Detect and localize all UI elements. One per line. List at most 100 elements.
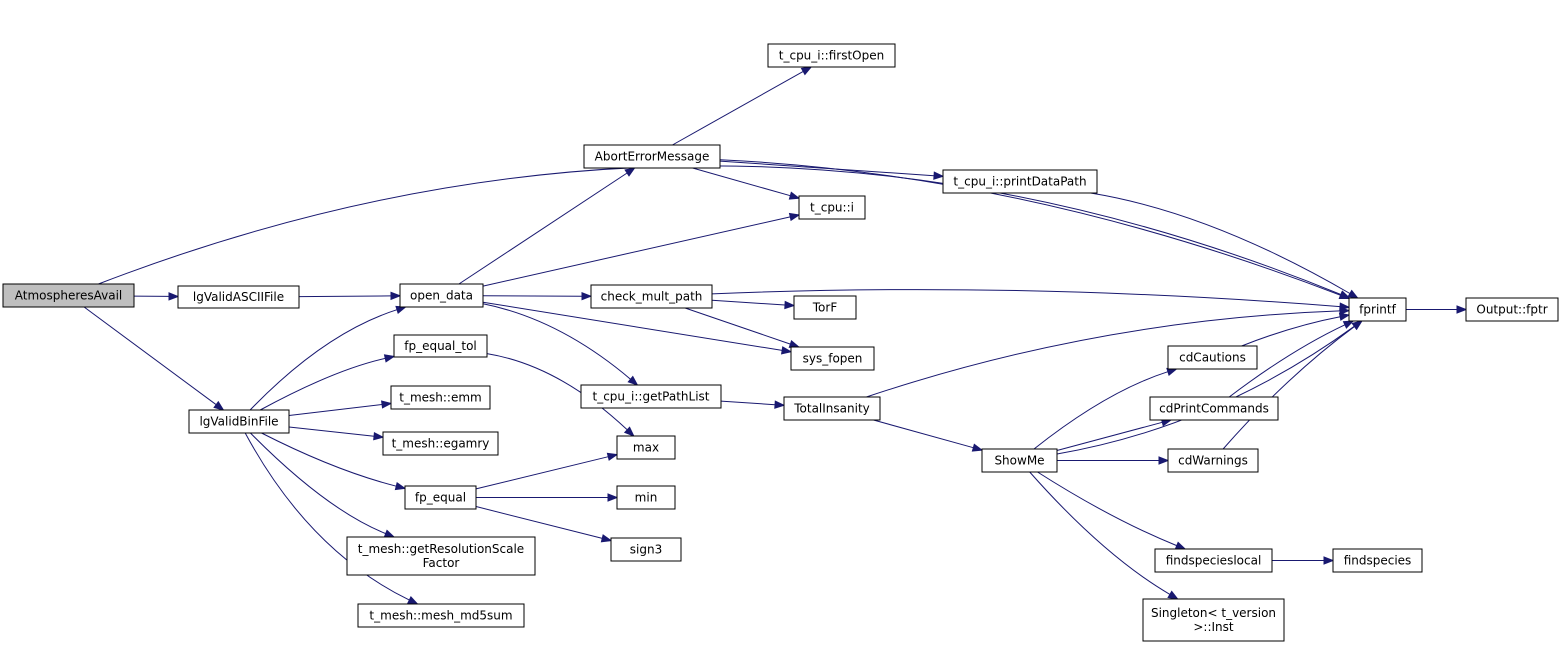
- edge-arrowhead: [383, 529, 396, 538]
- edge-abort-error-message-to-t-cpu-i-print-data-path: [719, 160, 945, 180]
- edge-show-me-to-singleton-t-version-inst: [1029, 471, 1179, 600]
- node-box: [346, 536, 536, 576]
- node-t-mesh-mesh-md5sum[interactable]: t_mesh::mesh_md5sum: [357, 603, 525, 628]
- node-box: [1149, 396, 1279, 421]
- node-label: open_data: [410, 289, 473, 303]
- node-label: TorF: [812, 301, 838, 315]
- node-t-cpu-i[interactable]: t_cpu::i: [798, 195, 866, 220]
- edge-total-insanity-to-show-me: [873, 419, 984, 452]
- edge-line: [288, 404, 383, 416]
- edge-line: [1228, 324, 1346, 398]
- edge-arrowhead: [1338, 291, 1351, 299]
- edge-lg-valid-bin-file-to-t-mesh-emm: [288, 400, 393, 416]
- edge-line: [98, 165, 1342, 296]
- edge-line: [482, 216, 791, 287]
- edge-line: [1056, 421, 1163, 451]
- node-atmospheres-avail[interactable]: AtmospheresAvail: [2, 283, 135, 308]
- node-label: AbortErrorMessage: [595, 150, 710, 164]
- edge-arrowhead: [1339, 306, 1351, 316]
- node-cd-print-commands[interactable]: cdPrintCommands: [1149, 396, 1279, 421]
- edge-line: [486, 353, 628, 431]
- node-fp-equal-tol[interactable]: fp_equal_tol: [393, 334, 488, 358]
- edge-line: [288, 426, 375, 437]
- node-label: max: [633, 441, 659, 455]
- node-open-data[interactable]: open_data: [399, 283, 484, 308]
- edge-arrowhead: [1167, 590, 1179, 600]
- node-label: TotalInsanity: [793, 402, 870, 416]
- node-box: [767, 43, 896, 68]
- edge-arrowhead: [1347, 289, 1359, 299]
- node-t-cpu-i-first-open[interactable]: t_cpu_i::firstOpen: [767, 43, 896, 68]
- node-label: Singleton< t_version: [1151, 606, 1276, 620]
- edge-line: [259, 357, 386, 411]
- node-fp-equal[interactable]: fp_equal: [404, 485, 477, 510]
- node-output-fptr[interactable]: Output::fptr: [1465, 297, 1559, 322]
- edge-line: [866, 310, 1341, 398]
- edge-lg-valid-bin-file-to-fp-equal-tol: [259, 354, 396, 411]
- node-tor-f[interactable]: TorF: [793, 295, 857, 320]
- node-label: t_mesh::getResolutionScale: [358, 542, 524, 556]
- node-label: sys_fopen: [803, 352, 863, 366]
- edge-cd-cautions-to-fprintf: [1241, 312, 1351, 347]
- edge-arrowhead: [624, 167, 636, 177]
- node-label: t_cpu_i::getPathList: [593, 390, 710, 404]
- node-findspecies[interactable]: findspecies: [1332, 548, 1423, 573]
- edge-arrowhead: [390, 291, 402, 301]
- node-lg-valid-bin-file[interactable]: lgValidBinFile: [188, 409, 290, 434]
- node-total-insanity[interactable]: TotalInsanity: [783, 396, 881, 421]
- edge-show-me-to-cd-print-commands: [1056, 418, 1173, 451]
- node-box: [790, 346, 875, 371]
- node-sys-fopen[interactable]: sys_fopen: [790, 346, 875, 371]
- edge-arrowhead: [1323, 556, 1335, 565]
- edge-arrowhead: [407, 596, 419, 605]
- node-abort-error-message[interactable]: AbortErrorMessage: [583, 144, 721, 169]
- node-min[interactable]: min: [616, 485, 676, 510]
- edge-arrowhead: [784, 300, 796, 310]
- edge-arrowhead: [800, 66, 813, 76]
- edge-arrowhead: [383, 354, 396, 363]
- node-sign3[interactable]: sign3: [610, 537, 682, 562]
- node-lg-valid-asciifile[interactable]: lgValidASCIIFile: [177, 285, 300, 309]
- edge-line: [692, 167, 791, 197]
- edge-arrowhead: [1158, 456, 1170, 465]
- node-fprintf[interactable]: fprintf: [1348, 297, 1407, 322]
- node-label: t_cpu_i::firstOpen: [779, 49, 884, 63]
- edge-line: [1056, 325, 1355, 455]
- node-box: [1348, 297, 1407, 322]
- edge-line: [1222, 325, 1355, 450]
- edge-arrowhead: [600, 534, 613, 543]
- edge-check-mult-path-to-sys-fopen: [684, 307, 801, 348]
- node-t-mesh-emm[interactable]: t_mesh::emm: [390, 385, 491, 410]
- node-box: [1167, 345, 1258, 370]
- node-t-cpu-i-get-path-list[interactable]: t_cpu_i::getPathList: [580, 384, 722, 409]
- node-show-me[interactable]: ShowMe: [981, 448, 1058, 473]
- node-singleton-t-version-inst[interactable]: Singleton< t_version>::Inst: [1142, 598, 1285, 642]
- node-box: [580, 384, 722, 409]
- node-cd-cautions[interactable]: cdCautions: [1167, 345, 1258, 370]
- edge-fprintf-to-output-fptr: [1406, 305, 1468, 314]
- edge-line: [672, 70, 804, 146]
- edge-arrowhead: [606, 452, 619, 461]
- node-label: Factor: [423, 556, 460, 570]
- node-findspecieslocal[interactable]: findspecieslocal: [1154, 548, 1273, 573]
- edge-findspecieslocal-to-findspecies: [1271, 556, 1335, 565]
- node-box: [382, 431, 499, 456]
- edge-line: [244, 432, 410, 601]
- edge-abort-error-message-to-fprintf: [719, 159, 1351, 299]
- node-cd-warnings[interactable]: cdWarnings: [1167, 448, 1259, 473]
- node-box: [1332, 548, 1423, 573]
- edge-cd-print-commands-to-fprintf: [1228, 320, 1355, 398]
- node-label: t_cpu::i: [810, 201, 854, 215]
- node-box: [1154, 548, 1273, 573]
- edge-open-data-to-sys-fopen: [482, 301, 793, 355]
- node-check-mult-path[interactable]: check_mult_path: [590, 284, 713, 309]
- edge-arrowhead: [581, 291, 593, 301]
- node-t-mesh-egamry[interactable]: t_mesh::egamry: [382, 431, 499, 456]
- node-label: fprintf: [1359, 303, 1396, 317]
- node-t-cpu-i-print-data-path[interactable]: t_cpu_i::printDataPath: [942, 169, 1098, 194]
- edge-show-me-to-fprintf: [1056, 320, 1363, 455]
- node-max[interactable]: max: [616, 435, 676, 460]
- edge-cd-warnings-to-fprintf: [1222, 320, 1364, 450]
